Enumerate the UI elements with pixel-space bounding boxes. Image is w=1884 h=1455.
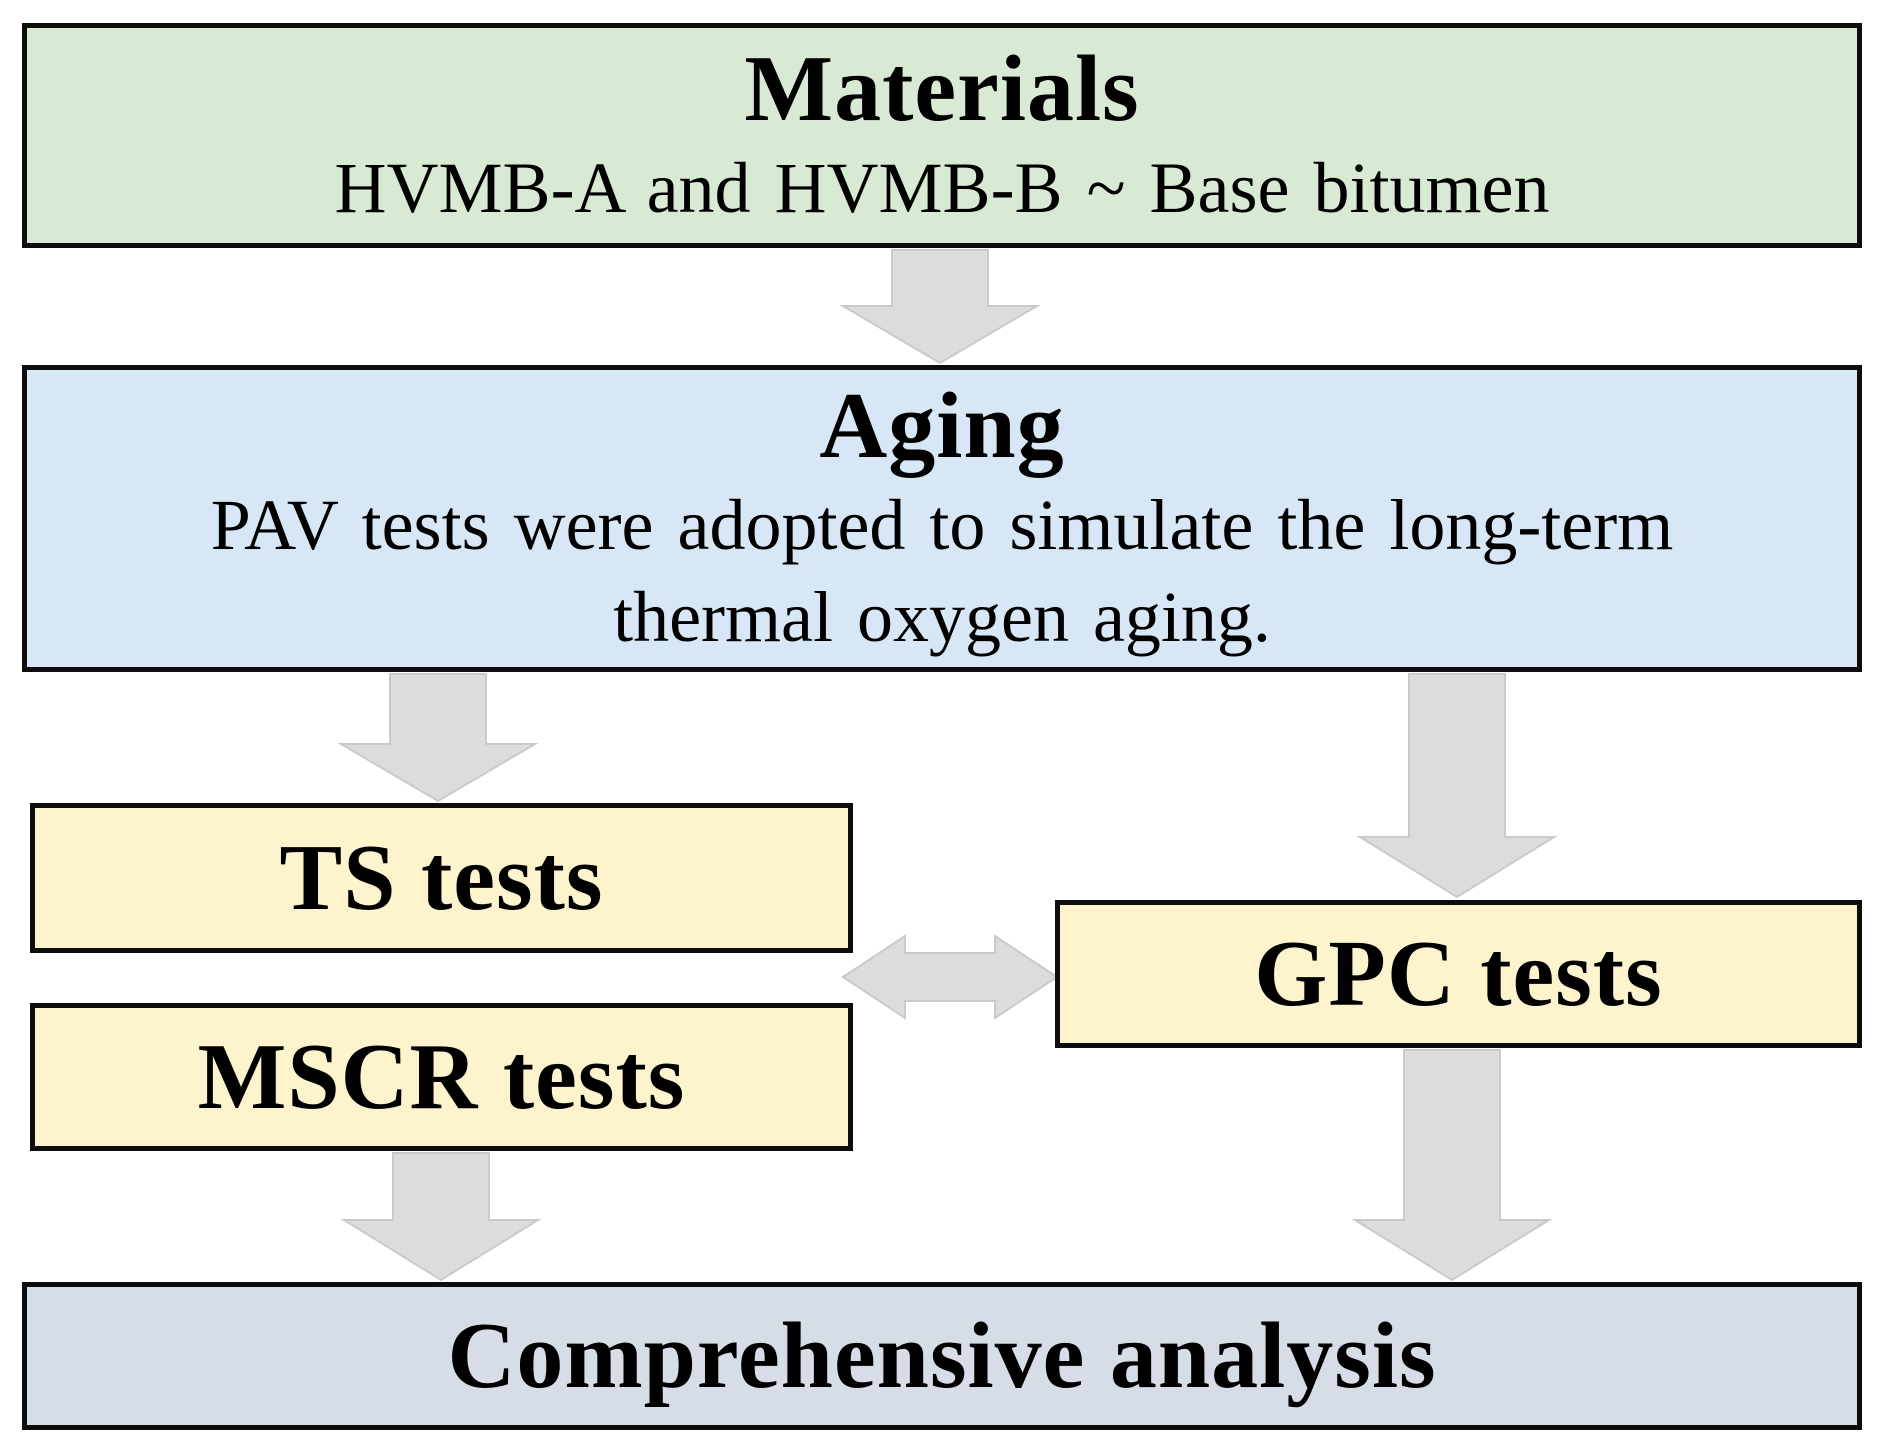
aging-body-line-2: thermal oxygen aging. — [613, 577, 1271, 658]
down-arrow-aging-to-gpc-icon — [1356, 673, 1558, 899]
double-arrow-ts-gpc-icon — [841, 934, 1059, 1020]
ts-tests-label: TS tests — [279, 825, 604, 930]
materials-box: Materials HVMB-A and HVMB-B ~ Base bitum… — [22, 23, 1862, 248]
gpc-tests-box: GPC tests — [1055, 900, 1862, 1048]
down-arrow-materials-to-aging-icon — [839, 249, 1041, 365]
aging-body-line-1: PAV tests were adopted to simulate the l… — [210, 484, 1674, 565]
down-arrow-aging-to-ts-icon — [337, 673, 539, 803]
mscr-tests-box: MSCR tests — [30, 1003, 853, 1151]
comprehensive-analysis-label: Comprehensive analysis — [447, 1303, 1437, 1408]
gpc-tests-label: GPC tests — [1254, 921, 1663, 1026]
materials-subtitle: HVMB-A and HVMB-B ~ Base bitumen — [334, 148, 1550, 229]
aging-title: Aging — [819, 373, 1065, 478]
aging-box: Aging PAV tests were adopted to simulate… — [22, 365, 1862, 672]
ts-tests-box: TS tests — [30, 803, 853, 953]
down-arrow-mscr-to-analysis-icon — [340, 1152, 542, 1282]
down-arrow-gpc-to-analysis-icon — [1351, 1049, 1553, 1282]
mscr-tests-label: MSCR tests — [197, 1024, 686, 1129]
materials-title: Materials — [744, 36, 1140, 141]
comprehensive-analysis-box: Comprehensive analysis — [22, 1282, 1862, 1430]
